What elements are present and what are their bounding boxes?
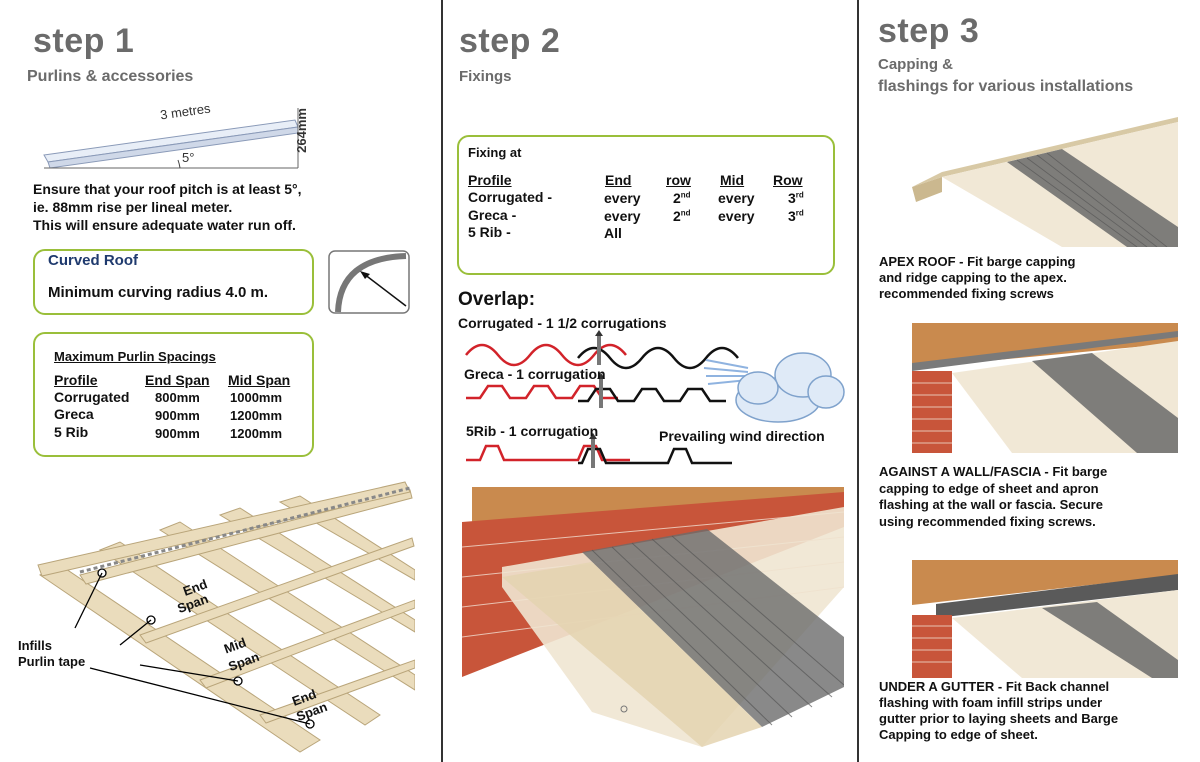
- step3-subtitle-2: flashings for various installations: [878, 78, 1134, 95]
- against-wall-text-3: flashing at the wall or fascia. Secure: [879, 497, 1103, 512]
- overlap-rib-label: 5Rib - 1 corrugation: [466, 423, 599, 439]
- spacings-col-end: End Span: [145, 372, 210, 388]
- apex-roof-text-3: recommended fixing screws: [879, 286, 1054, 301]
- fixing-row-profile: Corrugated -: [468, 189, 552, 205]
- fixing-box: [457, 135, 835, 275]
- diagram-height-label: 264mm: [294, 108, 309, 153]
- step3-subtitle-1: Capping &: [878, 56, 953, 73]
- fixing-row-mid: every: [718, 208, 755, 224]
- apex-roof-illustration: [912, 117, 1178, 247]
- fixing-row-mid-num: 3rd: [788, 190, 804, 206]
- fixing-row-mid-num: 3rd: [788, 208, 804, 224]
- fixing-row-end: every: [604, 190, 641, 206]
- fixing-row-end: All: [604, 225, 622, 241]
- spacings-row-end: 800mm: [155, 390, 200, 405]
- fixing-row-mid-num-value: 3: [788, 208, 796, 224]
- pitch-diagram: [43, 108, 299, 169]
- wind-direction-label: Prevailing wind direction: [659, 428, 825, 444]
- curved-roof-box: [33, 249, 314, 315]
- curved-roof-heading: Curved Roof: [48, 252, 138, 269]
- against-wall-text-4: using recommended fixing screws.: [879, 514, 1096, 529]
- overlap-greca-label: Greca - 1 corrugation: [464, 366, 606, 382]
- step2-subtitle: Fixings: [459, 68, 512, 85]
- spacings-col-mid: Mid Span: [228, 372, 291, 388]
- infills-label-1: Infills: [18, 638, 52, 653]
- fixing-row-end-num: 2nd: [673, 208, 691, 224]
- fixing-col-row: row: [666, 172, 691, 188]
- infills-label-2: Purlin tape: [18, 654, 86, 669]
- apex-roof-text-2: and ridge capping to the apex.: [879, 270, 1067, 285]
- fixing-col-profile: Profile: [468, 172, 512, 188]
- against-wall-text-2: capping to edge of sheet and apron: [879, 481, 1099, 496]
- step2-title: step 2: [459, 22, 561, 60]
- spacings-row-mid: 1000mm: [230, 390, 283, 405]
- fixing-row-mid-suffix: rd: [795, 208, 804, 218]
- fixing-row-profile: Greca -: [468, 207, 517, 223]
- fixing-row-end: every: [604, 208, 641, 224]
- spacings-row-profile: Greca: [54, 406, 94, 422]
- purlin-structure-illustration: [37, 481, 415, 753]
- fixing-row-end-suffix: nd: [680, 190, 691, 200]
- fixing-row-mid-num-value: 3: [788, 190, 796, 206]
- overlap-profiles-diagram: [465, 330, 845, 468]
- curve-radius-icon: [328, 250, 410, 314]
- spacings-row-mid: 1200mm: [230, 426, 283, 441]
- step1-subtitle: Purlins & accessories: [27, 68, 194, 85]
- fixing-row-mid: every: [718, 190, 755, 206]
- fixing-row-mid-suffix: rd: [795, 190, 804, 200]
- pitch-text-3: This will ensure adequate water run off.: [33, 217, 296, 233]
- column-divider-2: [857, 0, 859, 762]
- under-gutter-text-3: gutter prior to laying sheets and Barge: [879, 711, 1119, 726]
- fixing-row-end-num-value: 2: [673, 190, 681, 206]
- column-divider-1: [441, 0, 443, 762]
- fixing-row-profile: 5 Rib -: [468, 224, 511, 240]
- spacings-heading: Maximum Purlin Spacings: [54, 349, 216, 364]
- spacings-row-profile: Corrugated: [54, 389, 130, 405]
- spacings-row-profile: 5 Rib: [54, 424, 89, 440]
- step1-title: step 1: [33, 22, 135, 60]
- sheet-installation-illustration: [462, 487, 844, 757]
- against-wall-illustration: [912, 323, 1178, 453]
- spacings-row-end: 900mm: [155, 408, 200, 423]
- overlap-heading: Overlap:: [458, 289, 536, 310]
- fixing-col-row2: Row: [773, 172, 803, 188]
- fixing-col-end: End: [605, 172, 632, 188]
- fixing-row-end-num: 2nd: [673, 190, 691, 206]
- fixing-row-end-suffix: nd: [680, 208, 691, 218]
- diagram-angle-label: 5°: [182, 150, 195, 165]
- fixing-heading: Fixing at: [468, 145, 522, 160]
- pitch-text-1: Ensure that your roof pitch is at least …: [33, 181, 302, 197]
- under-gutter-text-4: Capping to edge of sheet.: [879, 727, 1038, 742]
- spacings-row-end: 900mm: [155, 426, 200, 441]
- spacings-col-profile: Profile: [54, 372, 98, 388]
- apex-roof-text-1: APEX ROOF - Fit barge capping: [879, 254, 1076, 269]
- purlin-spacings-box: [33, 332, 314, 457]
- step3-title: step 3: [878, 12, 980, 50]
- spacings-row-mid: 1200mm: [230, 408, 283, 423]
- fixing-row-end-num-value: 2: [673, 208, 681, 224]
- curved-roof-text: Minimum curving radius 4.0 m.: [48, 284, 269, 301]
- overlap-corrugated-label: Corrugated - 1 1/2 corrugations: [458, 315, 667, 331]
- under-gutter-illustration: [912, 560, 1178, 678]
- against-wall-text-1: AGAINST A WALL/FASCIA - Fit barge: [879, 464, 1108, 479]
- under-gutter-text-1: UNDER A GUTTER - Fit Back channel: [879, 679, 1110, 694]
- pitch-text-2: ie. 88mm rise per lineal meter.: [33, 199, 233, 215]
- under-gutter-text-2: flashing with foam infill strips under: [879, 695, 1103, 710]
- fixing-col-mid: Mid: [720, 172, 745, 188]
